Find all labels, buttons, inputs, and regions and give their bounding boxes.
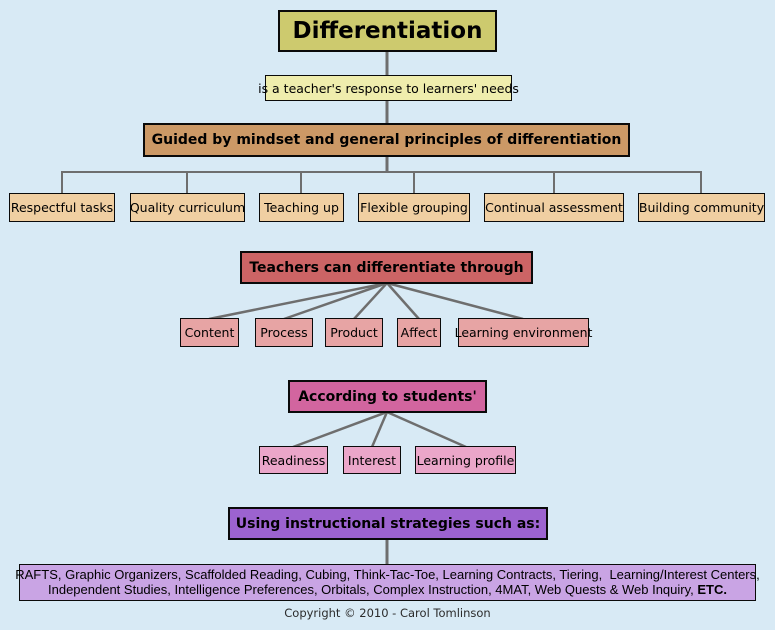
students-node-learning-profile: Learning profile — [415, 446, 516, 474]
principle-node-respectful-tasks: Respectful tasks — [9, 193, 115, 222]
title-node: Differentiation — [278, 10, 497, 52]
strategies-list-line2: Independent Studies, Intelligence Prefer… — [48, 581, 727, 598]
strategies-list-node: RAFTS, Graphic Organizers, Scaffolded Re… — [15, 564, 760, 601]
principle-node-teaching-up: Teaching up — [259, 193, 344, 222]
copyright-text: Copyright © 2010 - Carol Tomlinson — [284, 606, 491, 620]
differentiate-node-process: Process — [255, 318, 313, 347]
strategies-list-line1: RAFTS, Graphic Organizers, Scaffolded Re… — [15, 567, 760, 582]
students-header-node: According to students' — [288, 380, 487, 413]
differentiate-header-node: Teachers can differentiate through — [240, 251, 533, 284]
principle-node-building-community: Building community — [638, 193, 765, 222]
strategies-list-line2-text: Independent Studies, Intelligence Prefer… — [48, 581, 698, 597]
principle-node-continual-assessment: Continual assessment — [484, 193, 624, 222]
differentiate-node-affect: Affect — [397, 318, 441, 347]
principles-header-node: Guided by mindset and general principles… — [143, 123, 630, 157]
differentiate-node-learning-environment: Learning environment — [455, 318, 592, 347]
definition-node: is a teacher's response to learners' nee… — [258, 75, 519, 101]
principle-node-flexible-grouping: Flexible grouping — [358, 193, 470, 222]
differentiate-node-content: Content — [180, 318, 239, 347]
principle-node-quality-curriculum: Quality curriculum — [130, 193, 245, 222]
differentiate-node-product: Product — [325, 318, 383, 347]
strategies-header-node: Using instructional strategies such as: — [228, 507, 548, 540]
students-node-interest: Interest — [343, 446, 401, 474]
students-node-readiness: Readiness — [259, 446, 328, 474]
strategies-etc-label: ETC. — [697, 581, 727, 597]
